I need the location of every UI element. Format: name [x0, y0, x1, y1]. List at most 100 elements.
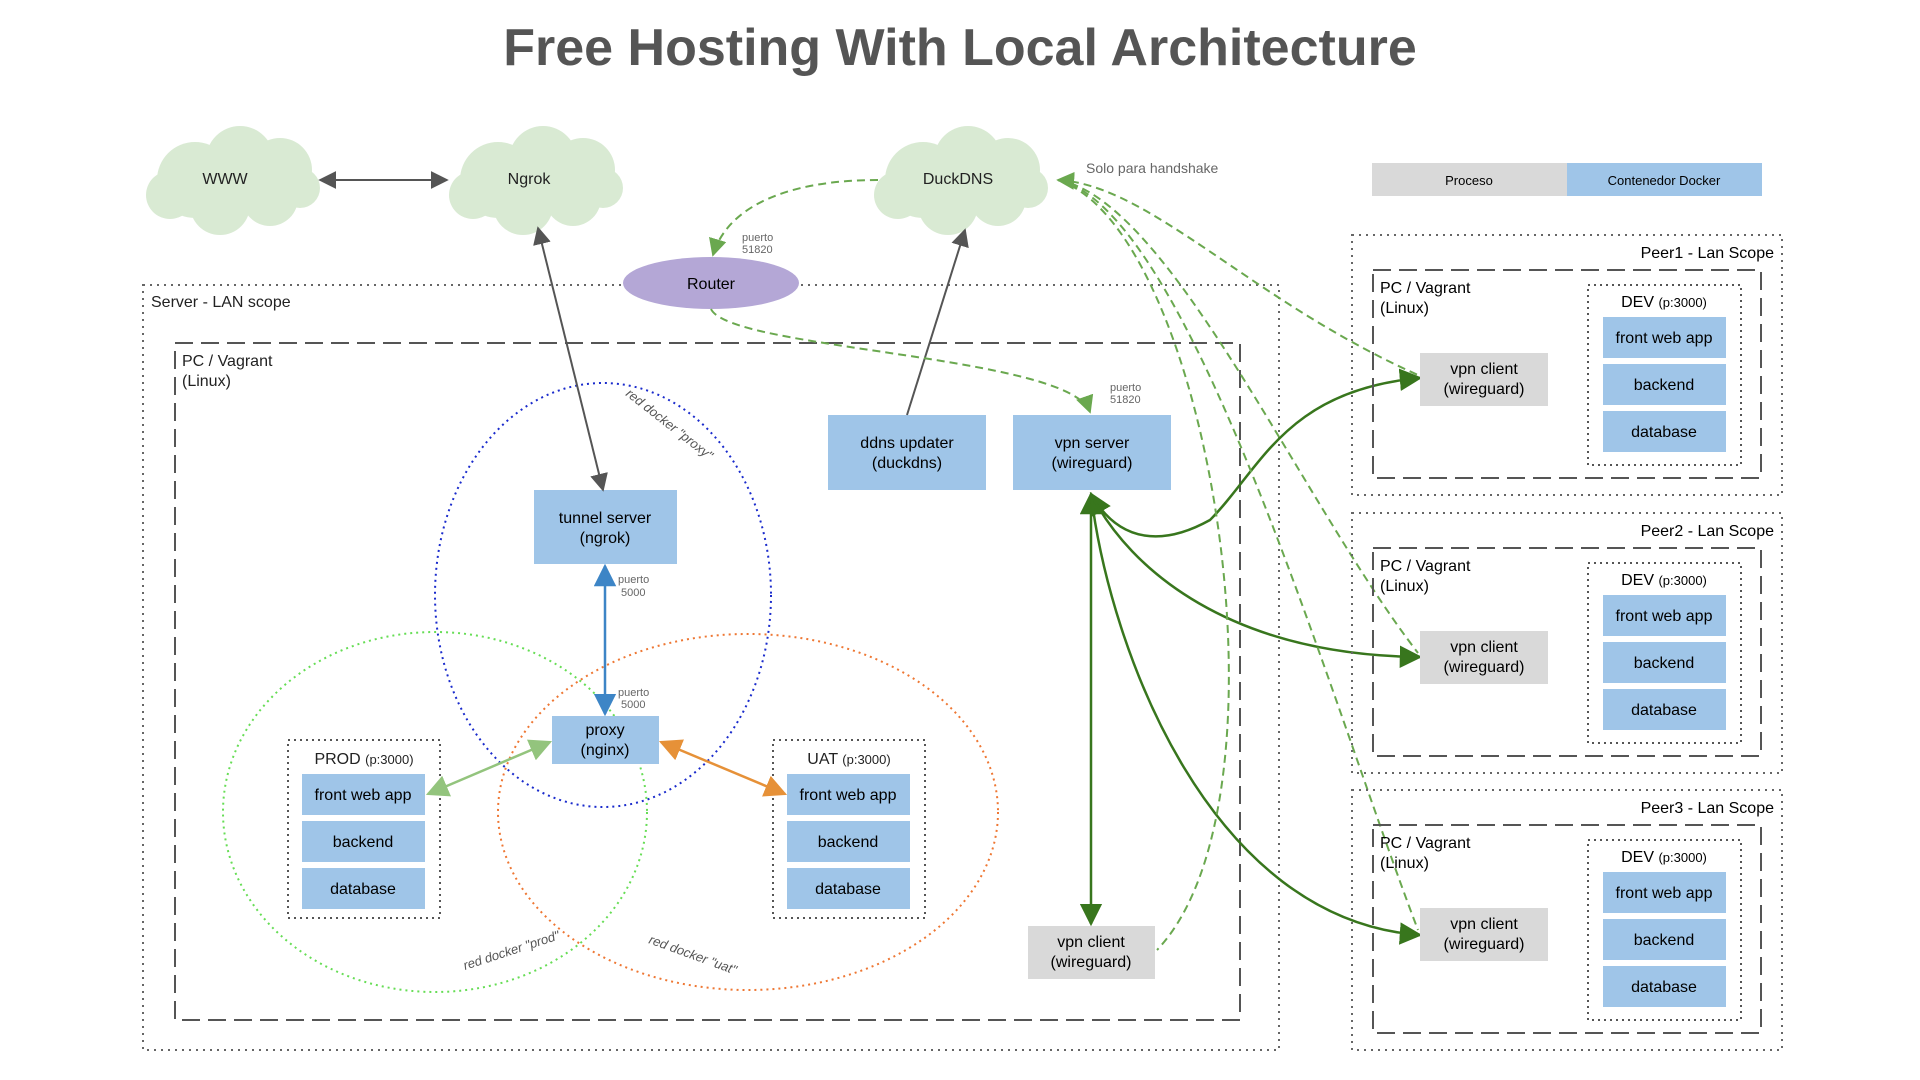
network-uat-label: red docker "uat" — [647, 932, 740, 978]
peer-dev-database[interactable]: database — [1603, 411, 1726, 452]
ngrok-cloud[interactable]: Ngrok — [449, 126, 623, 235]
proxy-sub: (nginx) — [581, 742, 630, 759]
duckdns-router-connector — [709, 179, 879, 257]
duckdns-cloud[interactable]: DuckDNS — [874, 126, 1048, 235]
handshake-server-client-connector — [1057, 179, 1230, 951]
legend-process-label: Proceso — [1445, 173, 1493, 188]
peer-dev-label: DEV (p:3000) — [1621, 572, 1707, 589]
server-pc-frame — [174, 342, 1241, 1021]
peer-dev-database-label: database — [1631, 424, 1697, 441]
router-vpn-server-connector — [710, 308, 1094, 414]
legend-process: Proceso — [1372, 163, 1567, 196]
peer-dev-backend-label: backend — [1634, 377, 1695, 394]
port-vpn-number: 51820 — [1110, 394, 1141, 406]
port-proxy-number: 5000 — [621, 699, 645, 711]
network-proxy-ellipse — [434, 382, 772, 808]
peer-vpn-client-label: vpn client — [1450, 639, 1518, 656]
peers-group: Peer1 - Lan Scope PC / Vagrant (Linux) vpn … — [1351, 234, 1783, 1051]
peer-lan-frame — [1351, 234, 1783, 496]
peer-vpn-client-label: vpn client — [1450, 916, 1518, 933]
peer-pc-frame — [1372, 547, 1762, 757]
peer-lan-frame — [1351, 789, 1783, 1051]
peer-dev-database-label: database — [1631, 979, 1697, 996]
duckdns-cloud-label: DuckDNS — [923, 171, 993, 188]
peer-pc-frame — [1372, 824, 1762, 1034]
vpn-server-peer2-connector — [1089, 493, 1423, 669]
server-vpn-client-sub: (wireguard) — [1051, 954, 1132, 971]
server-pc-os-label: (Linux) — [182, 373, 231, 390]
peer-dev-front-web-app[interactable]: front web app — [1603, 595, 1726, 636]
peer-pc-os-label: (Linux) — [1380, 855, 1429, 872]
server-vpn-client-node[interactable]: vpn client (wireguard) — [1028, 926, 1155, 979]
peer-scope-label: Peer1 - Lan Scope — [1641, 245, 1775, 262]
peer-scope-label: Peer3 - Lan Scope — [1641, 800, 1775, 817]
peer-dev-front-web-app[interactable]: front web app — [1603, 872, 1726, 913]
peer-scope-label: Peer2 - Lan Scope — [1641, 523, 1775, 540]
peer-lan-frame — [1351, 512, 1783, 774]
peer-dev-backend[interactable]: backend — [1603, 642, 1726, 683]
proxy-uat-connector — [658, 739, 788, 797]
router-node[interactable]: Router — [623, 257, 799, 309]
peer-dev-backend-label: backend — [1634, 932, 1695, 949]
peer-dev-backend-label: backend — [1634, 655, 1695, 672]
peer-vpn-client-label: vpn client — [1450, 361, 1518, 378]
vpn-server-peer1-connector — [1089, 368, 1423, 538]
uat-database[interactable]: database — [787, 868, 910, 909]
peer-dev-database[interactable]: database — [1603, 689, 1726, 730]
prod-database-label: database — [330, 881, 396, 898]
prod-env-frame — [287, 739, 441, 919]
router-label: Router — [687, 276, 736, 293]
server-vpn-client-label: vpn client — [1057, 934, 1125, 951]
www-cloud[interactable]: WWW — [146, 126, 320, 235]
handshake-note: Solo para handshake — [1086, 160, 1219, 176]
legend-container: Contenedor Docker — [1567, 163, 1762, 196]
uat-backend[interactable]: backend — [787, 821, 910, 862]
port-tunnel-label: puerto — [618, 574, 649, 586]
uat-backend-label: backend — [818, 834, 879, 851]
peer-dev-label: DEV (p:3000) — [1621, 294, 1707, 311]
ddns-updater-node[interactable]: ddns updater (duckdns) — [828, 415, 986, 490]
uat-front-web-app-label: front web app — [800, 787, 897, 804]
network-prod-ellipse — [222, 631, 648, 993]
uat-env-label: UAT (p:3000) — [807, 751, 890, 768]
prod-backend[interactable]: backend — [302, 821, 425, 862]
prod-env-label: PROD (p:3000) — [314, 751, 413, 768]
uat-env-frame — [772, 739, 926, 919]
peer-vpn-client-node[interactable]: vpn client(wireguard) — [1420, 631, 1548, 684]
prod-backend-label: backend — [333, 834, 394, 851]
ngrok-tunnel-connector — [533, 226, 608, 492]
peer-pc-os-label: (Linux) — [1380, 300, 1429, 317]
vpn-server-node[interactable]: vpn server (wireguard) — [1013, 415, 1171, 490]
tunnel-server-sub: (ngrok) — [580, 530, 631, 547]
peer-vpn-client-node[interactable]: vpn client(wireguard) — [1420, 353, 1548, 406]
peer-dev-front-web-app-label: front web app — [1616, 885, 1713, 902]
prod-front-web-app[interactable]: front web app — [302, 774, 425, 815]
uat-front-web-app[interactable]: front web app — [787, 774, 910, 815]
tunnel-server-node[interactable]: tunnel server (ngrok) — [534, 490, 677, 564]
peer-dev-front-web-app-label: front web app — [1616, 608, 1713, 625]
prod-database[interactable]: database — [302, 868, 425, 909]
peer-dev-backend[interactable]: backend — [1603, 919, 1726, 960]
peer-vpn-client-node[interactable]: vpn client(wireguard) — [1420, 908, 1548, 961]
handshake-peer1-connector — [1056, 171, 1419, 376]
peer-dev-front-web-app-label: front web app — [1616, 330, 1713, 347]
peer-dev-database[interactable]: database — [1603, 966, 1726, 1007]
network-uat-ellipse — [497, 633, 999, 991]
prod-front-web-app-label: front web app — [315, 787, 412, 804]
proxy-node[interactable]: proxy (nginx) — [552, 716, 659, 764]
peer-dev-frame — [1587, 562, 1742, 744]
port-router-label: puerto — [742, 232, 773, 244]
peer-dev-front-web-app[interactable]: front web app — [1603, 317, 1726, 358]
network-prod-label: red docker "prod" — [461, 927, 562, 973]
peer-dev-database-label: database — [1631, 702, 1697, 719]
port-tunnel-number: 5000 — [621, 587, 645, 599]
peer-pc-label: PC / Vagrant — [1380, 280, 1471, 297]
vpn-server-label: vpn server — [1055, 435, 1130, 452]
peer-dev-backend[interactable]: backend — [1603, 364, 1726, 405]
peer1-scope: Peer1 - Lan Scope PC / Vagrant (Linux) vpn … — [1351, 234, 1783, 496]
legend-container-label: Contenedor Docker — [1608, 173, 1721, 188]
